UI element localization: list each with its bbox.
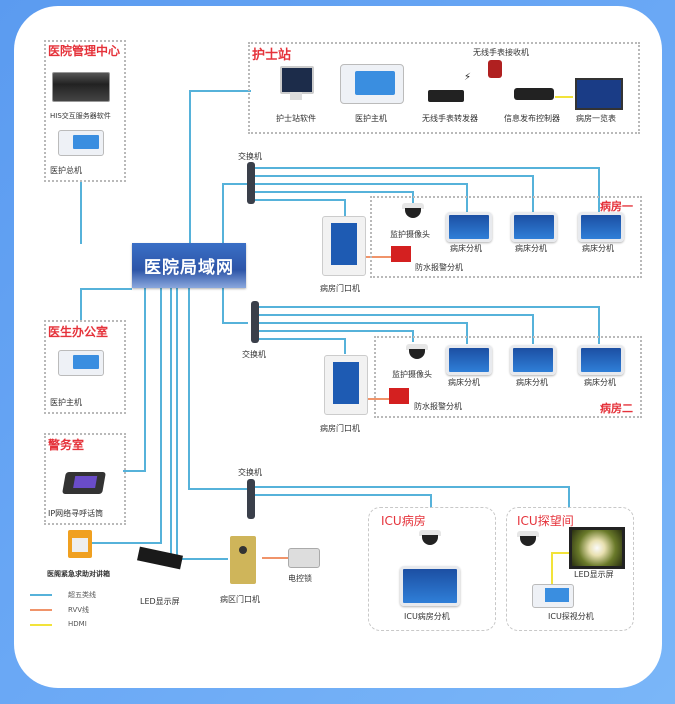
electric-lock-icon	[288, 548, 320, 568]
icu-visit-title: ICU探望间	[517, 514, 574, 528]
icu-visit-camera-icon	[517, 531, 539, 546]
ward2-camera-label: 监护摄像头	[392, 370, 432, 379]
master-console-label: 医护总机	[50, 166, 82, 175]
switch3-icon	[247, 479, 255, 519]
icu-visit-unit-icon	[532, 584, 574, 608]
switch2-icon	[251, 301, 259, 343]
led-display-label: LED显示屏	[140, 597, 180, 606]
nurse-host-icon	[340, 64, 404, 104]
line-mgmt	[80, 180, 82, 244]
ward-gate-icon	[230, 536, 256, 584]
doctor-office-box	[44, 320, 126, 414]
ward2-bed-unit-3-icon	[578, 345, 624, 375]
ward2-bed-unit-1-label: 病床分机	[448, 378, 480, 387]
doctor-host-icon	[58, 350, 104, 376]
ward1-camera-icon	[402, 203, 424, 218]
nurse-station-box	[248, 42, 640, 134]
doctor-office-title: 医生办公室	[48, 325, 109, 339]
line-doctor	[144, 288, 146, 471]
icu-led-screen-icon	[569, 527, 625, 569]
icu-visit-box	[506, 507, 634, 631]
ward1-door-unit-label: 病房门口机	[320, 284, 360, 293]
security-room-box	[44, 433, 126, 525]
nurse-station-title: 护士站	[252, 48, 292, 63]
legend-hdmi-label: HDMI	[68, 620, 87, 628]
ward1-alarm-icon	[391, 246, 411, 262]
line-nurse	[189, 90, 191, 244]
legend-cat5-swatch	[30, 594, 52, 596]
icu-ward-box	[368, 507, 496, 631]
management-center-title: 医院管理中心	[48, 44, 121, 58]
ward2-bed-unit-2-label: 病床分机	[516, 378, 548, 387]
doctor-host-label: 医护主机	[50, 398, 82, 407]
ward-overview-label: 病房一览表	[576, 114, 616, 123]
ward-two-title: 病房二	[600, 402, 633, 415]
ward1-alarm-label: 防水报警分机	[415, 263, 463, 272]
ward1-bed-unit-1-label: 病床分机	[450, 244, 482, 253]
ward1-door-unit-icon	[322, 216, 366, 276]
line-led	[170, 288, 172, 558]
info-controller-label: 信息发布控制器	[504, 114, 560, 123]
electric-lock-label: 电控锁	[288, 574, 312, 583]
ward2-alarm-label: 防水报警分机	[414, 402, 462, 411]
ward1-bed-unit-2-icon	[511, 212, 557, 242]
line-gate	[176, 288, 178, 559]
icu-led-screen-label: LED显示屏	[574, 570, 614, 579]
ward1-bed-unit-3-label: 病床分机	[582, 244, 614, 253]
ward-one-box	[370, 196, 642, 278]
nurse-host-label: 医护主机	[355, 114, 387, 123]
ward-one-title: 病房一	[600, 200, 633, 213]
line-switch2	[222, 288, 224, 323]
ward2-bed-unit-2-icon	[510, 345, 556, 375]
master-console-icon	[58, 130, 104, 156]
ward2-door-unit-label: 病房门口机	[320, 424, 360, 433]
ward2-bed-unit-1-icon	[446, 345, 492, 375]
ward2-camera-icon	[406, 344, 428, 359]
watch-relay-icon	[428, 90, 464, 102]
line-switch3	[188, 288, 190, 488]
ward-two-box	[374, 336, 642, 418]
switch1-label: 交换机	[238, 152, 262, 161]
security-room-title: 警务室	[48, 438, 85, 452]
switch1-icon	[247, 162, 255, 204]
icu-ward-unit-icon	[400, 566, 460, 606]
watch-relay-label: 无线手表转发器	[422, 114, 478, 123]
icu-visit-unit-label: ICU探视分机	[548, 612, 594, 621]
watch-receiver-icon	[488, 60, 502, 78]
ward1-bed-unit-1-icon	[446, 212, 492, 242]
icu-ward-title: ICU病房	[381, 514, 426, 528]
legend-cat5-label: 超五类线	[68, 591, 96, 599]
his-server-label: HIS交互服务器软件	[50, 112, 111, 120]
ward-overview-icon	[575, 78, 623, 110]
info-controller-icon	[514, 88, 554, 100]
ward2-bed-unit-3-label: 病床分机	[584, 378, 616, 387]
wireless-signal-icon: ⚡	[464, 72, 472, 83]
legend-rvv-swatch	[30, 609, 52, 611]
management-center-box	[44, 40, 126, 182]
ward2-door-unit-icon	[324, 355, 368, 415]
ward1-bed-unit-3-icon	[578, 212, 624, 242]
hospital-lan-node: 医院局域网	[132, 243, 246, 288]
line-emergency	[160, 288, 162, 543]
paging-mic-label: IP网络寻呼话筒	[48, 509, 104, 518]
legend-rvv-label: RVV线	[68, 606, 90, 614]
ward2-alarm-icon	[389, 388, 409, 404]
icu-ward-unit-label: ICU病房分机	[404, 612, 450, 621]
switch2-label: 交换机	[242, 350, 266, 359]
legend-hdmi-swatch	[30, 624, 52, 626]
paging-mic-icon	[62, 472, 106, 494]
nurse-software-label: 护士站软件	[276, 114, 316, 123]
line-switch1	[222, 183, 224, 244]
icu-ward-camera-icon	[419, 530, 441, 545]
ward1-bed-unit-2-label: 病床分机	[515, 244, 547, 253]
nurse-software-icon	[280, 66, 314, 94]
emergency-box-label: 医阁紧急求助对讲箱	[47, 570, 110, 578]
server-icon	[52, 72, 110, 102]
switch3-label: 交换机	[238, 468, 262, 477]
ward1-camera-label: 监护摄像头	[390, 230, 430, 239]
ward-gate-label: 病区门口机	[220, 595, 260, 604]
emergency-box-icon	[68, 530, 92, 558]
watch-receiver-label: 无线手表接收机	[473, 48, 529, 57]
